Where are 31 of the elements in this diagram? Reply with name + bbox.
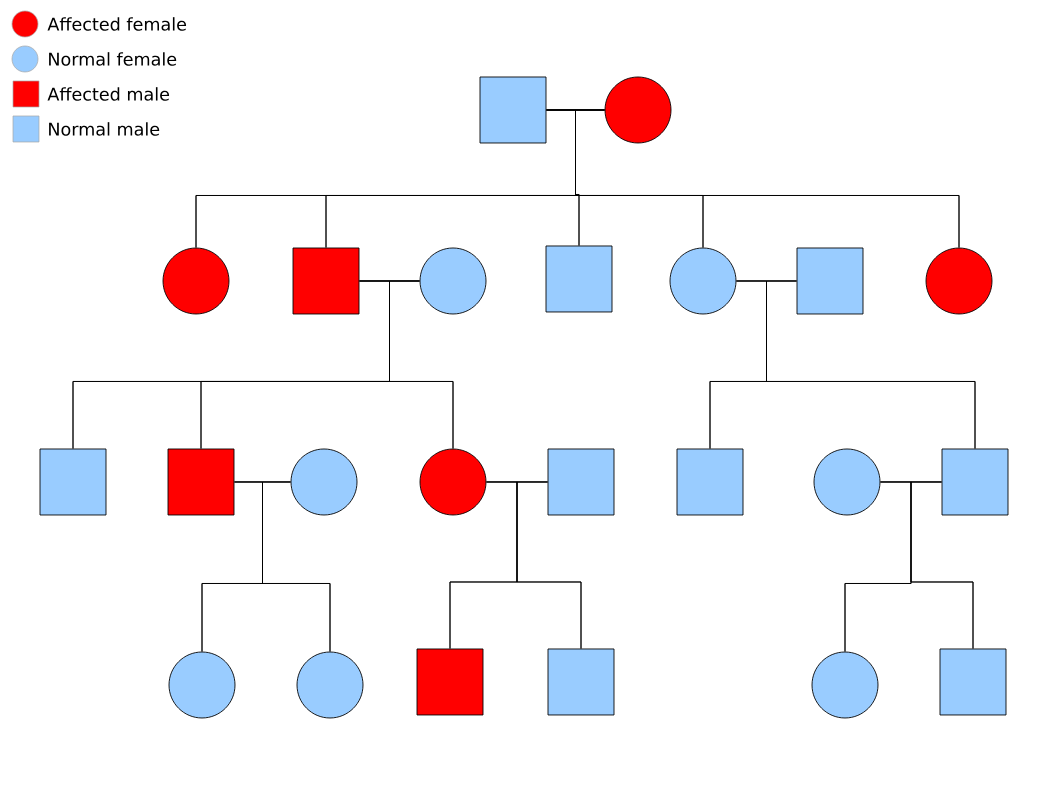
legend-label: Normal male [49, 122, 160, 136]
descent-line [262, 481, 331, 652]
pedigree-circle [811, 651, 879, 719]
pedigree-circle [419, 247, 487, 315]
pedigree-circle [669, 247, 737, 315]
pedigree-square [676, 448, 744, 516]
pedigree-circle [162, 247, 230, 315]
pedigree-square [547, 648, 615, 716]
pedigree-circle [925, 247, 993, 315]
legend-label: Affected female [47, 17, 187, 31]
pedigree-square [39, 448, 107, 516]
pedigree-circle [296, 651, 364, 719]
pedigree-square [796, 247, 864, 315]
legend-label: Affected male [47, 87, 170, 101]
legend-label: Normal female [49, 52, 177, 66]
pedigree-square [292, 247, 360, 315]
pedigree-circle [419, 448, 487, 516]
pedigree-square [939, 648, 1007, 716]
pedigree-circle [604, 76, 672, 144]
pedigree-circle [813, 448, 881, 516]
descent-line [910, 481, 974, 649]
pedigree-square [545, 245, 613, 313]
pedigree-square [167, 448, 235, 516]
pedigree-square [941, 448, 1009, 516]
descent-line [516, 481, 582, 649]
pedigree-circle [168, 651, 236, 719]
pedigree-square [416, 648, 484, 716]
pedigree-square [479, 76, 547, 144]
descent-line [389, 280, 454, 449]
pedigree-square [547, 448, 615, 516]
pedigree-circle [290, 448, 358, 516]
